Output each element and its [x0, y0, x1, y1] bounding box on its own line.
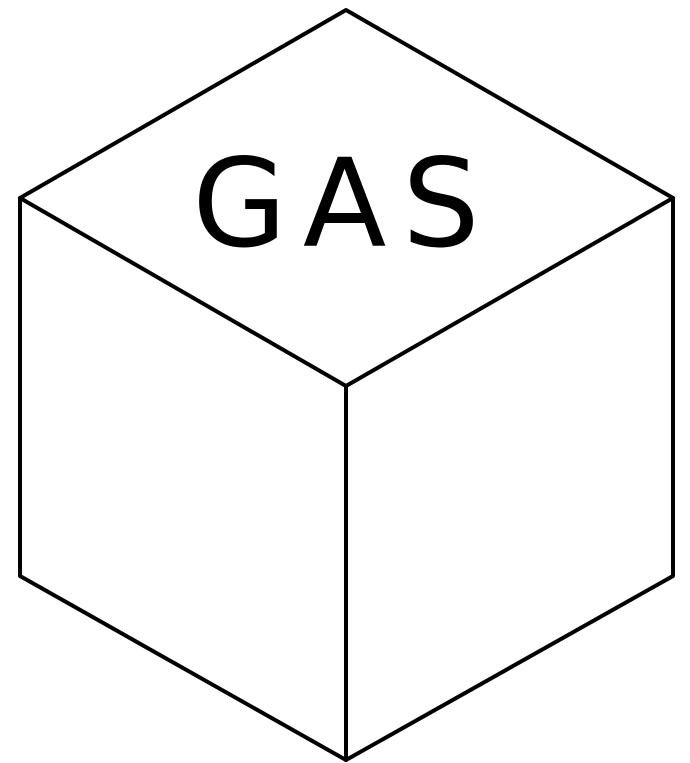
cube-right-face	[346, 198, 673, 760]
cube-edge-right-top	[344, 196, 675, 388]
cube-left-face	[20, 198, 346, 760]
cube-edge-left-top	[18, 196, 348, 388]
cube	[18, 8, 675, 762]
cube-label: GAS	[192, 133, 495, 275]
